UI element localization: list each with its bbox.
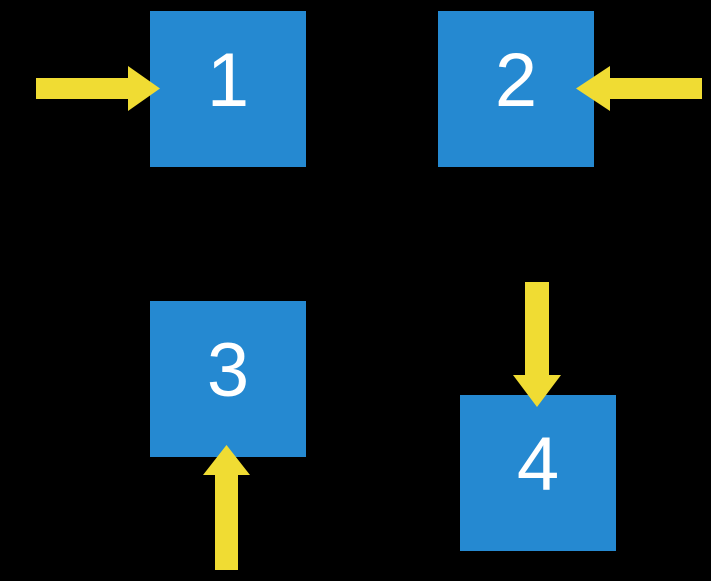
square-2: 2 — [438, 11, 594, 167]
square-1-label: 1 — [206, 38, 250, 123]
down-arrow-icon — [513, 282, 561, 407]
square-4-label: 4 — [516, 422, 560, 507]
square-4: 4 — [460, 395, 616, 551]
right-arrow-icon — [36, 66, 160, 111]
square-3: 3 — [150, 301, 306, 457]
left-arrow-icon — [576, 66, 702, 111]
square-1: 1 — [150, 11, 306, 167]
up-arrow-icon — [203, 445, 250, 570]
square-2-label: 2 — [494, 38, 538, 123]
square-3-label: 3 — [206, 328, 250, 413]
